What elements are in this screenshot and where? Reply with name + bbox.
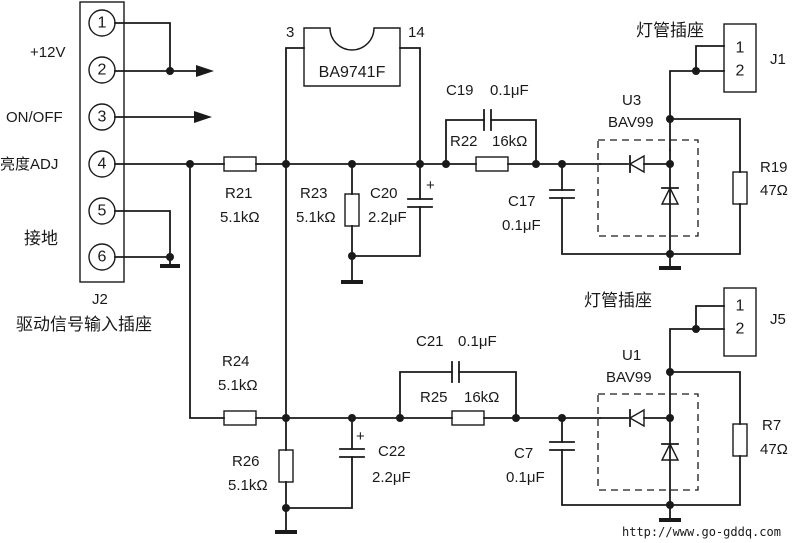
- ic-ba9741f: BA9741F 3 14: [285, 24, 425, 419]
- j5-pin-2: 2: [736, 321, 745, 338]
- r25-value: 16kΩ: [464, 389, 499, 406]
- ic-pin-3-label: 3: [286, 24, 294, 41]
- channel-bottom: R24 5.1kΩ R26 5.1kΩ + C22 2.2μF C21 0.1μ…: [218, 287, 788, 534]
- j5-socket-label: 灯管插座: [584, 291, 652, 310]
- u3-value: BAV99: [608, 114, 654, 131]
- label-brightness-adj: 亮度ADJ: [0, 156, 58, 173]
- c17-value: 0.1μF: [502, 217, 541, 234]
- trunk-wires: [114, 160, 225, 419]
- arrow-icon: [194, 111, 212, 123]
- j1-socket-label: 灯管插座: [636, 21, 704, 40]
- c20-ref: C20: [370, 185, 398, 202]
- j2-pin-3-label: 3: [98, 109, 107, 126]
- c19-value: 0.1μF: [490, 82, 529, 99]
- r19-ref: R19: [760, 159, 788, 176]
- resistor-r21: [223, 156, 257, 172]
- r21-ref: R21: [225, 185, 253, 202]
- j2-pin-4: 4: [88, 150, 116, 178]
- connector-j5: [723, 287, 757, 357]
- r24-value: 5.1kΩ: [218, 377, 258, 394]
- r22-value: 16kΩ: [492, 133, 527, 150]
- resistor-r26: [278, 449, 294, 483]
- c7-ref: C7: [514, 445, 533, 462]
- j1-ref: J1: [770, 51, 786, 68]
- resistor-r24: [223, 410, 257, 426]
- r25-ref: R25: [420, 389, 448, 406]
- channel-top: R21 5.1kΩ R23 5.1kΩ + C20 2.2μF C19 0.1μ…: [220, 21, 788, 284]
- ic-pin-14-label: 14: [408, 24, 425, 41]
- resistor-r19: [732, 171, 748, 205]
- u3-ref: U3: [622, 92, 641, 109]
- r26-ref: R26: [232, 453, 260, 470]
- j2-pin-1: 1: [88, 9, 116, 37]
- j2-pin-3: 3: [88, 103, 116, 131]
- j5-pin-1: 1: [736, 298, 745, 315]
- j2-pin-2-label: 2: [98, 62, 107, 79]
- watermark-url: http://www.go-gddq.com: [622, 525, 781, 539]
- connector-j2-ref: J2: [92, 291, 108, 308]
- c19-ref: C19: [446, 82, 474, 99]
- ic-name: BA9741F: [319, 64, 386, 81]
- j2-pin-5-label: 5: [98, 203, 107, 220]
- c22-ref: C22: [378, 443, 406, 460]
- r23-ref: R23: [300, 185, 328, 202]
- label-ground: 接地: [24, 229, 58, 248]
- r22-ref: R22: [450, 133, 478, 150]
- j1-pin-2: 2: [736, 63, 745, 80]
- diode-u1-package: [597, 393, 699, 491]
- diode-u3-package: [597, 139, 699, 237]
- u1-value: BAV99: [606, 369, 652, 386]
- c22-polarity: +: [356, 428, 365, 445]
- r7-ref: R7: [762, 417, 781, 434]
- resistor-r23: [344, 193, 360, 227]
- r23-value: 5.1kΩ: [296, 209, 336, 226]
- c21-value: 0.1μF: [458, 333, 497, 350]
- c21-ref: C21: [416, 333, 444, 350]
- resistor-r22: [475, 156, 509, 172]
- c20-polarity: +: [426, 177, 435, 194]
- j1-pin-1: 1: [736, 40, 745, 57]
- j2-pin-1-label: 1: [98, 15, 107, 32]
- connector-j2: 1 2 3 4 5 6: [79, 1, 125, 283]
- c20-value: 2.2μF: [368, 209, 407, 226]
- ic-body: [303, 27, 401, 87]
- resistor-r25: [451, 410, 485, 426]
- r7-value: 47Ω: [760, 441, 788, 458]
- j2-pin-6-label: 6: [98, 249, 107, 266]
- label-plus12v: +12V: [30, 44, 65, 61]
- resistor-r7: [732, 423, 748, 457]
- j2-wiring: [114, 22, 214, 268]
- diode-icon: [660, 186, 680, 205]
- c22-value: 2.2μF: [372, 469, 411, 486]
- j2-pin-2: 2: [88, 56, 116, 84]
- r21-value: 5.1kΩ: [220, 209, 260, 226]
- j5-ref: J5: [770, 311, 786, 328]
- diode-icon: [660, 442, 680, 461]
- j2-pin-4-label: 4: [98, 156, 107, 173]
- r24-ref: R24: [222, 353, 250, 370]
- r26-value: 5.1kΩ: [228, 477, 268, 494]
- c17-ref: C17: [508, 193, 536, 210]
- u1-ref: U1: [622, 347, 641, 364]
- j2-pin-5: 5: [88, 197, 116, 225]
- connector-j2-body: [79, 1, 125, 283]
- j2-pin-6: 6: [88, 243, 116, 271]
- connector-j2-caption: 驱动信号输入插座: [16, 315, 152, 334]
- c7-value: 0.1μF: [506, 469, 545, 486]
- r19-value: 47Ω: [760, 182, 788, 199]
- label-onoff: ON/OFF: [6, 109, 63, 126]
- connector-j1: [723, 23, 757, 93]
- arrow-icon: [196, 65, 214, 77]
